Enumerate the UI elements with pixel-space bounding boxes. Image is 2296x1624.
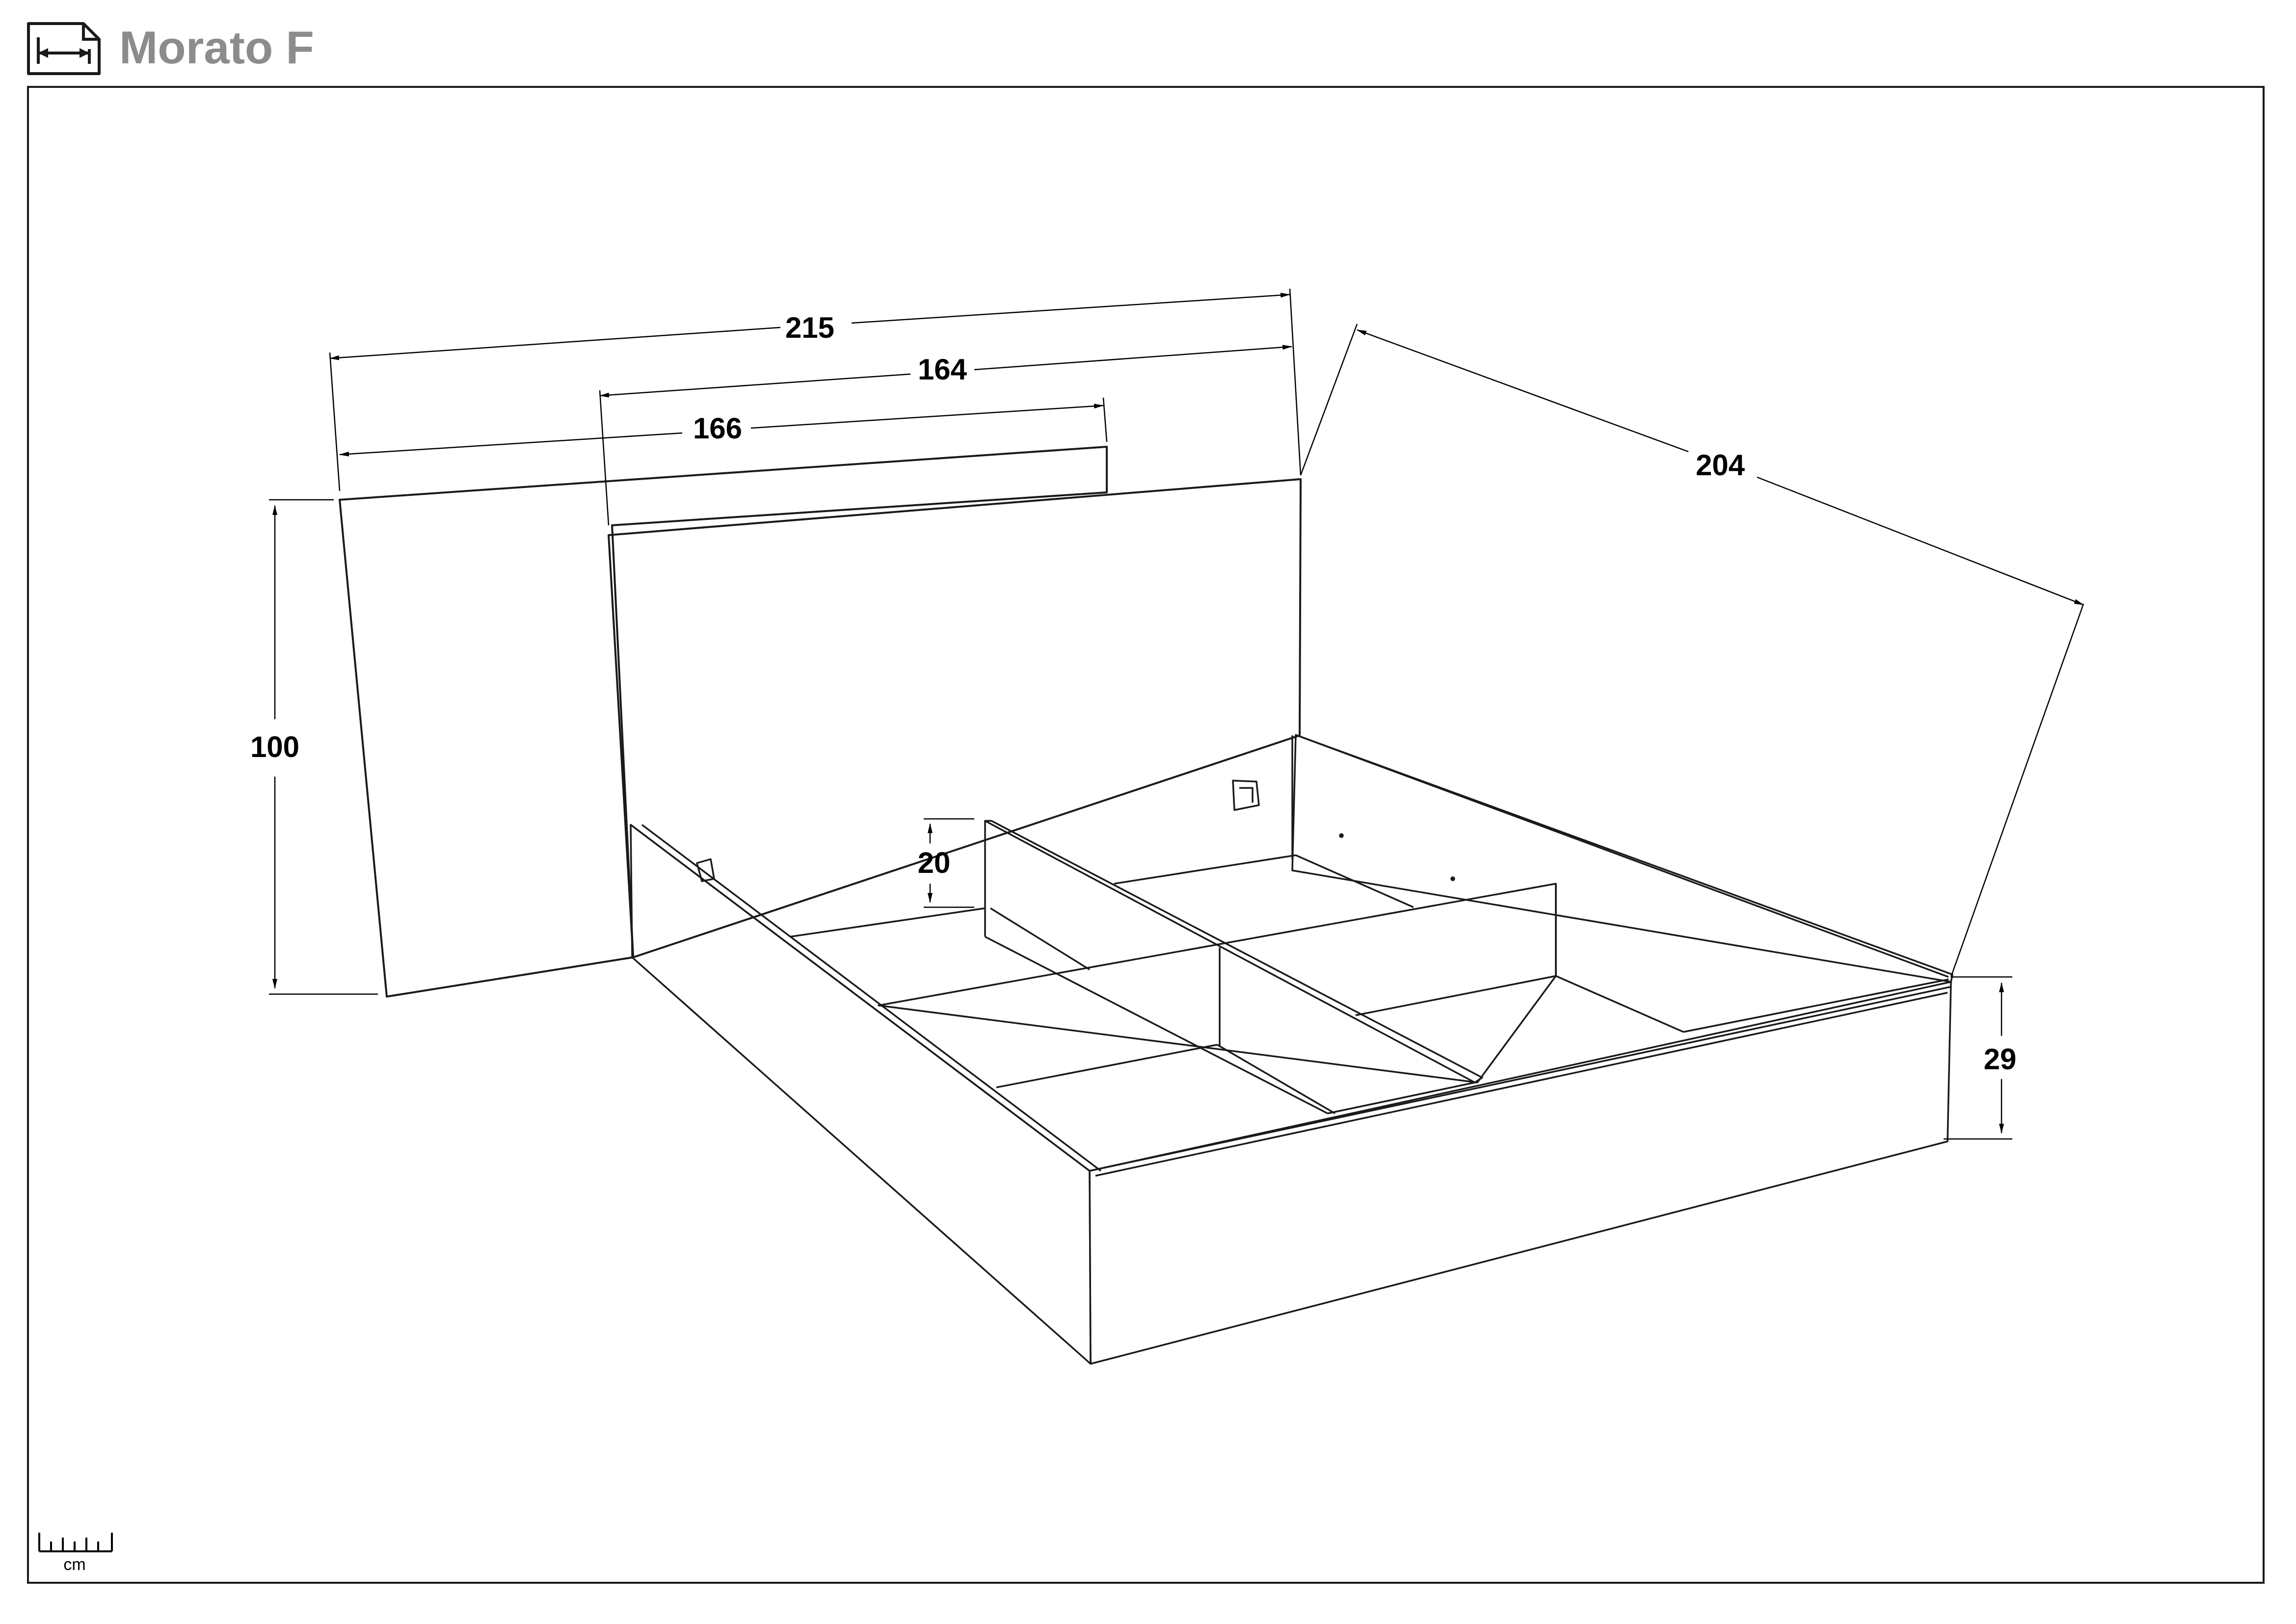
dim-line-164 — [599, 373, 911, 398]
drawing-frame — [27, 86, 2265, 1584]
header: Morato F — [0, 0, 2296, 83]
left-headboard-panel — [339, 446, 1108, 998]
dim-label-164: 164 — [918, 353, 967, 386]
dim-label-215: 215 — [785, 311, 834, 344]
dim-line-166 — [339, 432, 683, 457]
dim-label-29: 29 — [1984, 1043, 2017, 1076]
dim-label-166: 166 — [693, 412, 742, 445]
front-headboard-panel — [608, 478, 1302, 958]
dimensions-icon — [27, 22, 101, 75]
dim-line-215 — [329, 326, 781, 360]
unit-label: cm — [63, 1555, 85, 1574]
bed-frame — [630, 734, 1953, 1365]
dimension-labels: 215 164 166 204 100 20 29 — [250, 311, 2016, 1076]
dimension-lines — [269, 288, 2084, 1140]
dim-label-204: 204 — [1696, 449, 1745, 482]
dim-line-204 — [1357, 329, 1689, 453]
product-title: Morato F — [119, 22, 314, 73]
ruler-icon — [38, 1533, 113, 1552]
dim-label-20: 20 — [918, 846, 951, 879]
dim-label-100: 100 — [250, 731, 299, 763]
